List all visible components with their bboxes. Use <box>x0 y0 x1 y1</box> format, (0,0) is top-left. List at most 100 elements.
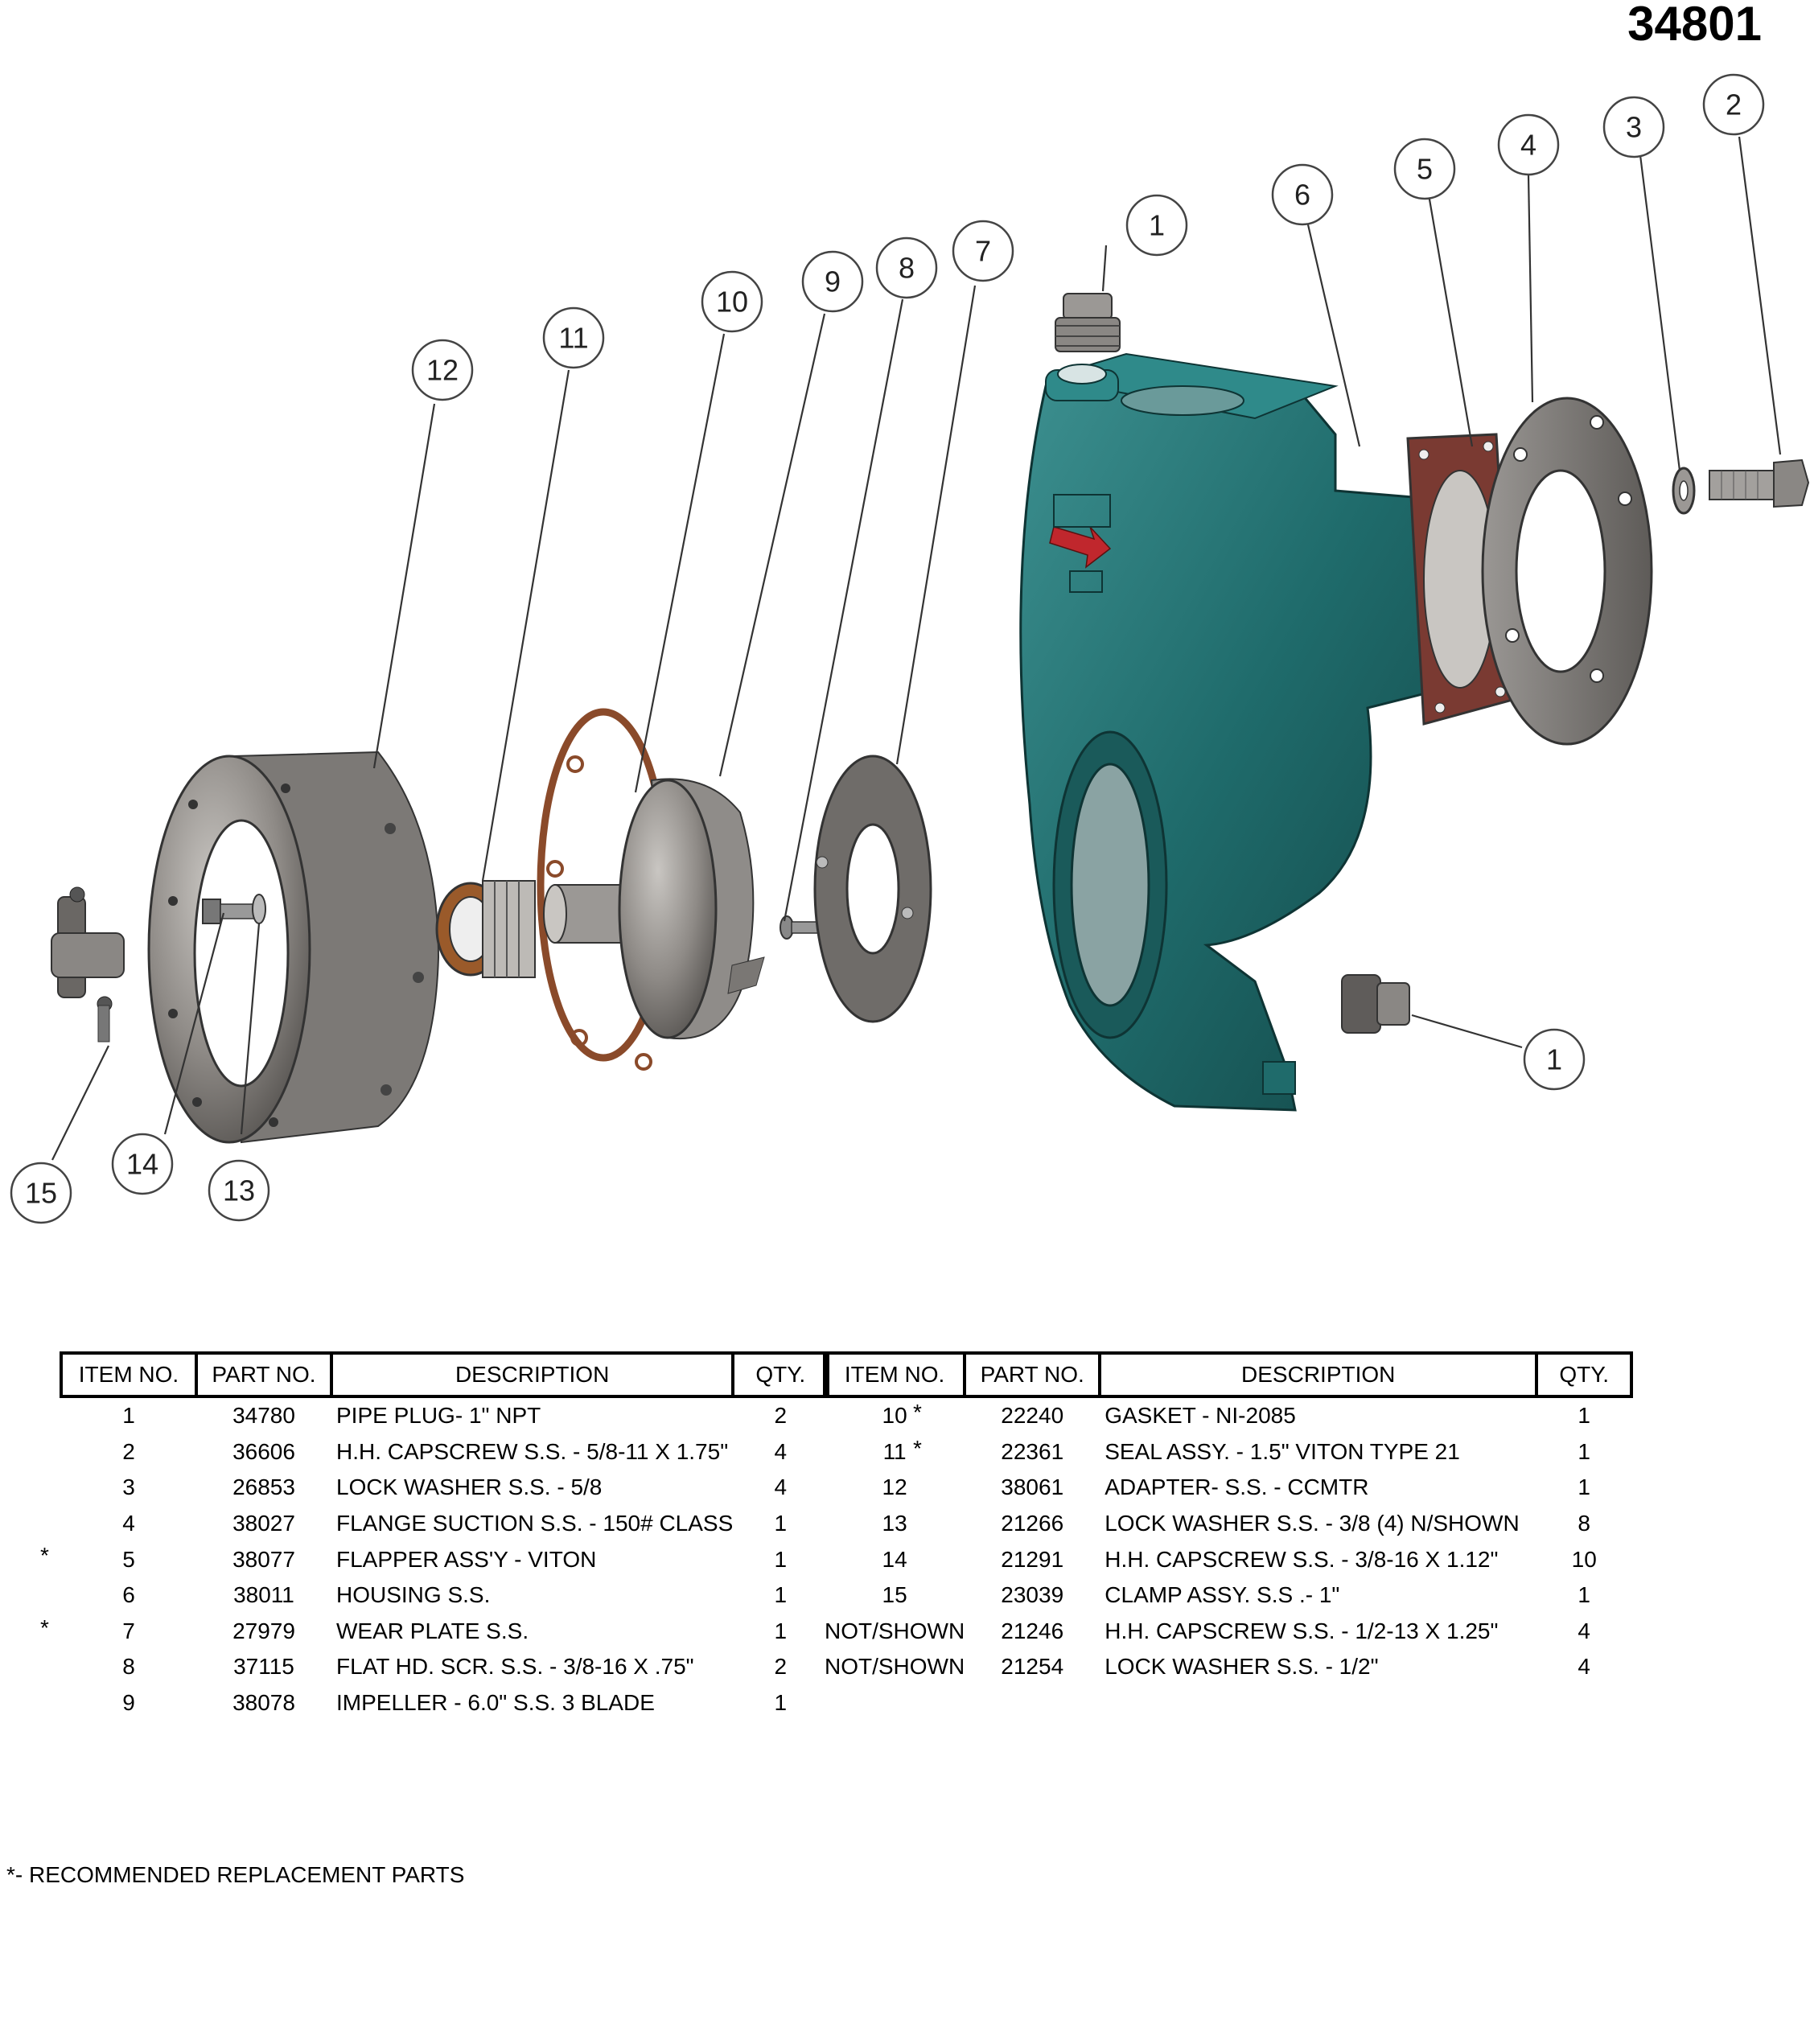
part-adapter <box>147 751 440 1144</box>
table-row: 10 22240 GASKET - NI-2085 1 <box>825 1396 1631 1434</box>
callout-balloon: 1 <box>1125 194 1188 257</box>
qty-cell: 1 <box>1578 1438 1590 1464</box>
col-header-item-no: ITEM NO. <box>60 1351 198 1398</box>
description-cell: LOCK WASHER S.S. - 3/8 (4) N/SHOWN <box>1105 1511 1520 1536</box>
item-no-cell: 14 <box>882 1546 907 1572</box>
recommended-markers-right: ** <box>913 1395 937 1682</box>
description-cell: FLAPPER ASS'Y - VITON <box>336 1546 597 1572</box>
recommended-marker: * <box>913 1435 922 1461</box>
part-seal-assembly <box>435 880 536 978</box>
item-no-cell: 3 <box>122 1474 135 1500</box>
qty-cell: 1 <box>774 1511 788 1536</box>
callout-balloon: 10 <box>701 270 763 333</box>
part-no-cell: 22361 <box>1001 1438 1064 1464</box>
qty-cell: 4 <box>774 1438 788 1464</box>
callout-label: 7 <box>975 235 991 268</box>
part-wear-plate <box>813 755 932 1023</box>
callout-balloon: 5 <box>1393 138 1456 200</box>
recommended-marker <box>40 1466 64 1503</box>
part-pipe-plug-lower <box>1341 974 1410 1034</box>
part-no-cell: 38011 <box>233 1582 294 1608</box>
qty-cell: 1 <box>774 1690 788 1716</box>
qty-cell: 1 <box>1578 1403 1590 1429</box>
callout-balloon: 12 <box>411 339 474 401</box>
exploded-pump-diagram: 1 2 3 4 5 6 7 8 9 10 11 12 <box>10 73 1810 1224</box>
description-cell: HOUSING S.S. <box>336 1582 491 1608</box>
qty-cell: 1 <box>774 1618 788 1643</box>
callout-balloon: 8 <box>875 236 938 299</box>
part-lock-washer <box>1672 467 1696 515</box>
callout-label: 12 <box>426 354 459 387</box>
recommended-marker <box>40 1395 64 1431</box>
part-no-cell: 27979 <box>232 1618 295 1643</box>
part-no-cell: 23039 <box>1001 1582 1064 1608</box>
item-no-cell: 4 <box>122 1511 135 1536</box>
leader-lines <box>51 136 1782 1161</box>
flow-arrow-icon <box>1049 526 1112 569</box>
part-capscrew <box>1709 459 1810 508</box>
callout-label: 6 <box>1294 179 1310 212</box>
description-cell: GASKET - NI-2085 <box>1105 1403 1296 1429</box>
recommended-marker: * <box>40 1614 49 1640</box>
item-no-cell: 9 <box>122 1690 135 1716</box>
recommended-marker <box>40 1574 64 1610</box>
callout-label: 10 <box>716 286 748 319</box>
item-no-cell: 8 <box>122 1654 135 1680</box>
description-cell: H.H. CAPSCREW S.S. - 1/2-13 X 1.25" <box>1105 1618 1499 1643</box>
item-no-cell: 6 <box>122 1582 135 1608</box>
callout-label: 14 <box>126 1148 158 1181</box>
part-no-cell: 38078 <box>232 1690 295 1716</box>
part-housing <box>1019 352 1434 1112</box>
callout-balloon: 7 <box>952 220 1014 282</box>
qty-cell: 1 <box>774 1546 788 1572</box>
callout-label: 13 <box>223 1174 255 1207</box>
qty-cell: 4 <box>774 1474 788 1500</box>
table-row: 13 21266 LOCK WASHER S.S. - 3/8 (4) N/SHOW… <box>825 1506 1631 1542</box>
callout-label: 15 <box>25 1177 57 1210</box>
recommended-marker <box>40 1646 64 1682</box>
part-flapper-assembly <box>1406 433 1514 726</box>
part-flat-head-screw <box>780 915 820 940</box>
description-cell: CLAMP ASSY. S.S .- 1" <box>1105 1582 1340 1608</box>
item-no-cell: 10 <box>882 1403 907 1429</box>
description-cell: H.H. CAPSCREW S.S. - 5/8-11 X 1.75" <box>336 1438 729 1464</box>
item-no-cell: 13 <box>882 1511 907 1536</box>
recommended-markers-left: ** <box>40 1395 64 1717</box>
description-cell: PIPE PLUG- 1" NPT <box>336 1403 541 1429</box>
part-no-cell: 21266 <box>1001 1511 1064 1536</box>
callout-label: 11 <box>558 322 588 355</box>
recommended-marker <box>913 1538 937 1574</box>
description-cell: LOCK WASHER S.S. - 5/8 <box>336 1474 603 1500</box>
col-header-description: DESCRIPTION <box>1098 1351 1539 1398</box>
part-no-cell: 36606 <box>232 1438 295 1464</box>
recommended-marker: * <box>913 1400 922 1425</box>
callout-label: 1 <box>1149 209 1165 242</box>
callout-label: 2 <box>1726 88 1742 121</box>
document-number: 34801 <box>1627 0 1762 51</box>
callout-label: 8 <box>899 252 915 285</box>
part-no-cell: 22240 <box>1001 1403 1064 1429</box>
recommended-marker <box>40 1431 64 1467</box>
callout-balloon: 14 <box>111 1133 174 1195</box>
item-no-cell: 1 <box>122 1403 135 1429</box>
footnote: *- RECOMMENDED REPLACEMENT PARTS <box>6 1862 465 1887</box>
qty-cell: 10 <box>1571 1546 1597 1572</box>
callout-balloon: 3 <box>1602 96 1665 158</box>
item-no-cell: 11 <box>882 1438 907 1464</box>
item-no-cell: NOT/SHOWN <box>825 1618 965 1643</box>
